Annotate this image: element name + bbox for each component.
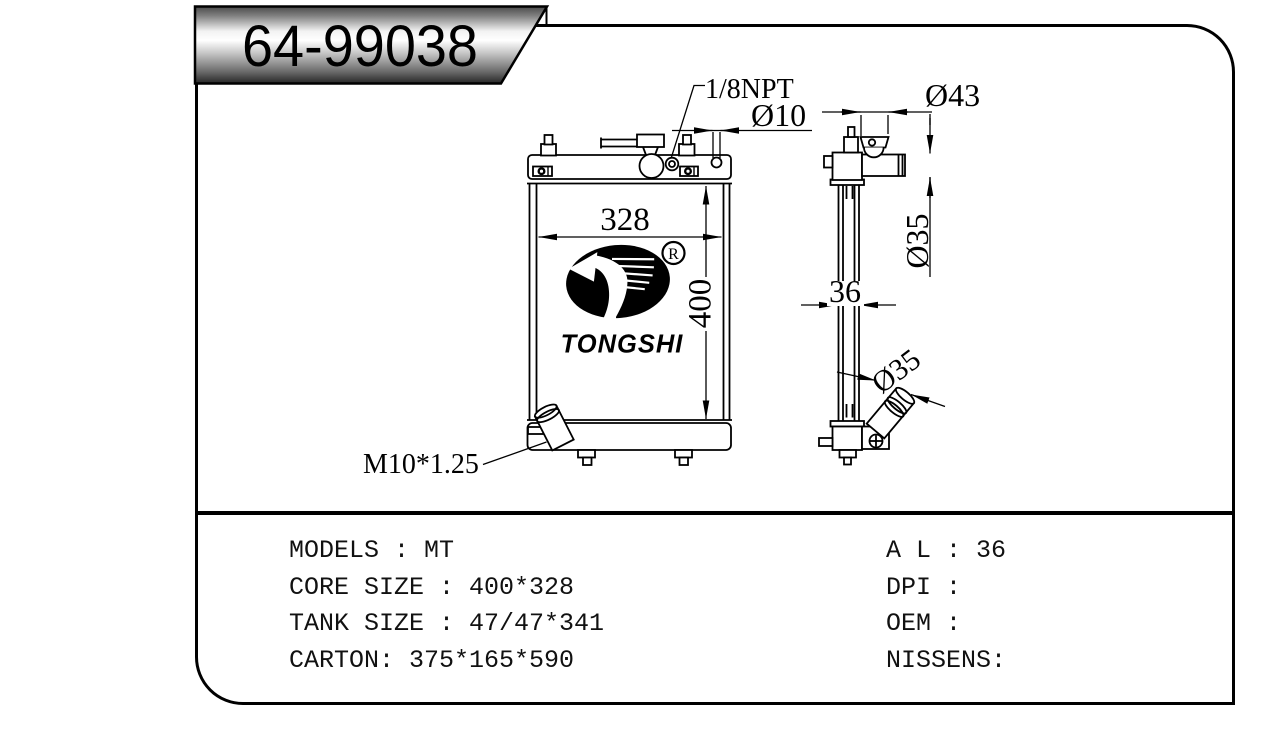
side-top-tank	[831, 151, 863, 181]
top-left-pin	[540, 143, 557, 157]
mount-hole	[710, 156, 723, 169]
side-inlet-pipe	[861, 153, 906, 177]
side-bottom-tab	[818, 437, 834, 447]
logo-arrow-head	[568, 252, 598, 282]
logo-arrow-tail	[588, 255, 628, 326]
side-outlet-ring	[883, 399, 905, 418]
right-foot	[674, 449, 693, 459]
spec-table-divider	[196, 510, 1233, 515]
spec-line-oem: OEM :	[886, 609, 962, 638]
npt-label: 1/8NPT	[705, 74, 794, 105]
spec-line-models: MODELS : MT	[289, 536, 455, 565]
outlet-pipe-cap	[533, 403, 558, 419]
side-post	[843, 136, 859, 154]
npt-port-inner	[668, 160, 676, 168]
spec-line-core-size: CORE SIZE : 400*328	[289, 572, 575, 602]
dimension-labels: 328 400 1/8NPT Ø10 M10*1.25 Ø43 Ø35 36 Ø…	[363, 74, 980, 480]
thickness-dim-text: 36	[829, 273, 861, 309]
side-outlet-pipe	[865, 386, 916, 440]
npt-leader-line	[670, 84, 705, 158]
banner-parallelogram	[193, 5, 550, 85]
side-post-tip	[847, 126, 856, 138]
outlet-dim-arrow	[910, 393, 946, 408]
registered-mark: R	[668, 246, 679, 263]
front-view-dimensions	[482, 84, 812, 466]
top-right-pin	[678, 143, 696, 157]
left-foot-tip	[582, 456, 593, 466]
brand-logo: R TONGSHI	[561, 240, 686, 359]
outlet-dim-arrow	[836, 371, 877, 382]
thickness-dim-halo	[827, 281, 864, 306]
height-dim-text: 400	[683, 279, 719, 329]
right-foot-tip	[678, 456, 689, 466]
side-foot-tip	[843, 456, 852, 466]
top-tank	[527, 154, 732, 180]
cap-dome	[863, 147, 885, 159]
front-view	[526, 133, 732, 466]
registered-mark-circle	[661, 240, 686, 266]
brand-name: TONGSHI	[561, 331, 684, 359]
filler-opening	[638, 153, 665, 179]
spec-line-dpi: DPI :	[886, 572, 962, 602]
spec-line-nissens: NISSENS:	[886, 645, 1007, 675]
side-view-dimensions	[801, 108, 946, 408]
bottom-tank	[526, 422, 732, 451]
outlet-dim-text: Ø35	[866, 343, 927, 400]
part-number: 64-99038	[242, 14, 478, 79]
right-bracket-hole-center	[686, 169, 690, 173]
filler-neck	[642, 146, 659, 156]
cap-dim-text: Ø43	[925, 77, 980, 113]
side-bottom-tank	[831, 425, 863, 451]
spec-table-right: A L : 36 DPI : OEM : NISSENS:	[886, 533, 1006, 679]
side-outlet-ring	[886, 396, 908, 415]
side-foot	[838, 449, 857, 459]
inlet-dim-text: Ø35	[899, 213, 935, 268]
top-right-pin-tip	[682, 134, 692, 146]
outlet-pipe-rim	[536, 408, 560, 424]
height-dim-halo	[687, 277, 716, 331]
outlet-pipe	[533, 403, 575, 452]
cap-bolt	[867, 138, 877, 147]
spec-line-al: A L : 36	[886, 536, 1007, 565]
side-top-tab	[823, 155, 834, 169]
width-dim-text: 328	[600, 202, 650, 238]
top-left-pin-tip	[543, 134, 554, 146]
filler-cap	[636, 133, 665, 148]
drain-label: M10*1.25	[363, 449, 479, 480]
left-foot	[577, 449, 596, 459]
drawing-sheet-border	[194, 23, 1235, 705]
drain-leader-line	[482, 441, 547, 466]
hole-dim-text: Ø10	[751, 97, 806, 133]
left-bracket-hole-center	[539, 169, 544, 173]
spec-line-carton: CARTON: 375*165*590	[289, 645, 575, 675]
part-number-banner: 64-99038	[193, 5, 550, 85]
spec-line-tank-size: TANK SIZE : 47/47*341	[289, 609, 605, 638]
side-view	[818, 126, 916, 466]
